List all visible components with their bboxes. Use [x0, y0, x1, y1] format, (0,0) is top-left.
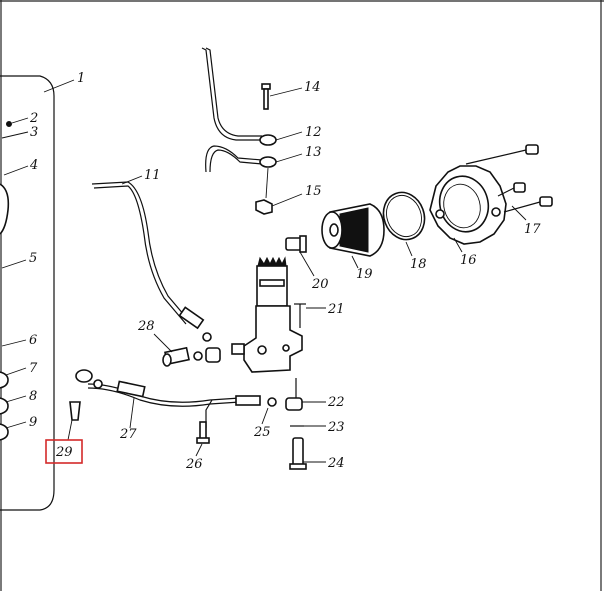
leader-8: [5, 395, 27, 403]
part-12-fitting: [259, 134, 277, 146]
leader-7: [5, 367, 27, 376]
leader-3: [1, 131, 29, 139]
part-13-fitting: [259, 156, 277, 168]
leader-20: [299, 251, 315, 277]
item-2-screw: [6, 121, 12, 127]
label-15: 15: [305, 184, 322, 199]
part-29-fitting: [69, 369, 103, 421]
leader-5: [1, 259, 27, 269]
label-25: 25: [253, 425, 271, 440]
label-9: 9: [29, 415, 37, 430]
part-26-bolt: [196, 421, 210, 444]
item-7-partial: [0, 371, 9, 389]
leader-9: [5, 421, 27, 429]
part-20-fitting: [285, 235, 307, 253]
part-28-fitting: [162, 346, 190, 367]
part-18-o-ring-inner: [386, 194, 422, 238]
label-24: 24: [327, 456, 345, 471]
part-27-pipe-b: [87, 387, 241, 407]
label-22: 22: [327, 395, 345, 410]
leader-11: [121, 175, 143, 185]
part-27-sleeve-b: [235, 395, 261, 406]
part-27-pipe: [87, 383, 241, 403]
part-16-filter-housing: [429, 165, 507, 245]
leader-4: [3, 165, 29, 176]
part-11-rod: [91, 181, 191, 323]
part-13-tube: [205, 145, 263, 173]
item-8-partial: [0, 397, 9, 415]
leader-14: [269, 87, 303, 97]
leader-25: [261, 407, 269, 425]
label-21: 21: [327, 302, 345, 317]
label-5: 5: [29, 251, 37, 266]
oil-pump-assembly: [231, 256, 303, 373]
label-18: 18: [410, 257, 427, 272]
label-2: 2: [29, 111, 38, 126]
label-1: 1: [77, 71, 85, 86]
part-22-fitting: [285, 378, 303, 411]
leader-27: [129, 397, 135, 429]
leader-15: [271, 193, 303, 207]
label-6: 6: [29, 333, 37, 348]
part-25-seal: [267, 397, 277, 407]
label-7: 7: [29, 361, 38, 376]
leader-28: [153, 333, 173, 353]
leader-16: [453, 237, 463, 253]
leader-17: [511, 205, 527, 221]
part-12-tube-b: [205, 47, 262, 137]
leader-29: [67, 419, 73, 441]
leader-1: [43, 79, 75, 93]
leader-19: [351, 255, 359, 269]
label-29: 29: [55, 445, 73, 460]
part-24-bolt: [289, 437, 307, 470]
part-11-rod-b: [93, 185, 187, 325]
label-20: 20: [311, 277, 329, 292]
label-17: 17: [524, 222, 541, 237]
part-13-tube-b: [209, 149, 263, 173]
leader-2: [11, 117, 29, 124]
label-26: 26: [185, 457, 203, 472]
part-18-o-ring: [382, 191, 426, 241]
left-panel-outline: [0, 75, 55, 511]
part-28-nut: [205, 347, 221, 363]
part-15-link: [265, 167, 269, 199]
label-14: 14: [304, 80, 321, 95]
part-17-bolts: [465, 144, 553, 213]
part-15-fitting: [255, 199, 273, 215]
label-8: 8: [29, 389, 37, 404]
label-11: 11: [144, 168, 161, 183]
label-4: 4: [29, 158, 38, 173]
part-19-filter: [321, 203, 385, 257]
label-27: 27: [119, 427, 137, 442]
leader-6: [1, 339, 27, 347]
item-9-partial: [0, 423, 9, 441]
part-28-seal: [202, 332, 212, 342]
leader-12: [275, 131, 303, 141]
label-28: 28: [137, 319, 155, 334]
label-3: 3: [30, 125, 38, 140]
label-13: 13: [305, 145, 322, 160]
part-14-bolt: [261, 83, 271, 110]
leader-13: [275, 153, 303, 163]
part-28-washer: [193, 351, 203, 361]
part-12-tube: [201, 47, 262, 141]
part-11-sleeve: [178, 306, 205, 330]
label-12: 12: [305, 125, 322, 140]
highlight-box-29: [45, 439, 83, 464]
label-23: 23: [327, 420, 345, 435]
label-19: 19: [356, 267, 373, 282]
label-16: 16: [460, 253, 477, 268]
leader-26: [195, 443, 203, 457]
part-27-sleeve-a: [116, 380, 146, 398]
item-4-partial: [0, 183, 10, 235]
leader-18: [405, 241, 413, 257]
